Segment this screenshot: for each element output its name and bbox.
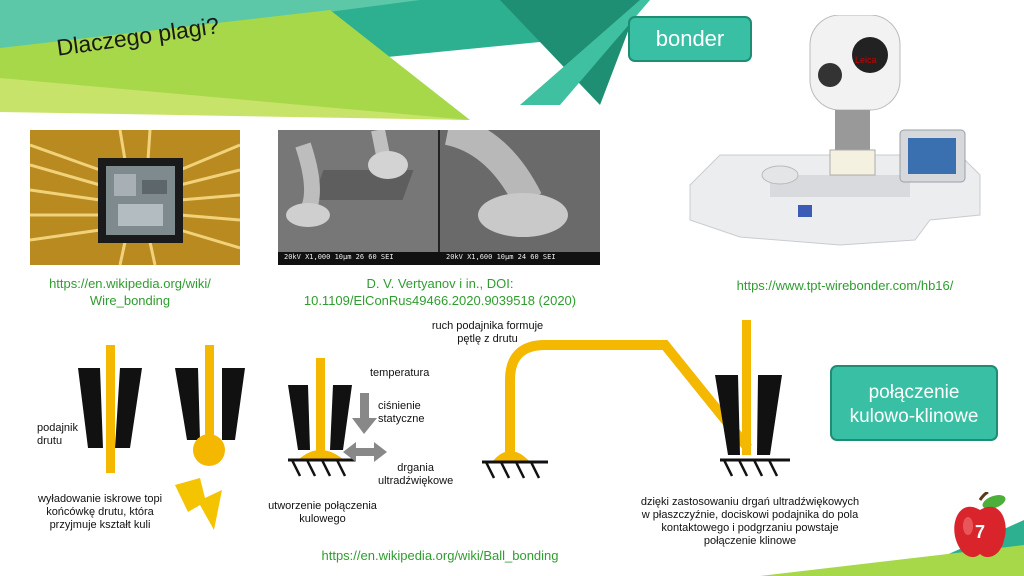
capillary-step1 bbox=[78, 345, 142, 473]
ball-bond-label-line2: kulowego bbox=[299, 513, 346, 525]
bond-type-badge: połączenie kulowo-klinowe bbox=[830, 365, 998, 441]
bond-type-line1: połączenie bbox=[868, 382, 960, 403]
capillary-step3 bbox=[288, 358, 355, 477]
feeder-label: podajnik drutu bbox=[37, 422, 78, 448]
bonder-badge: bonder bbox=[628, 16, 752, 62]
spark-label-line3: przyjmuje kształt kuli bbox=[49, 519, 151, 531]
paper-citation: D. V. Vertyanov i in., DOI: 10.1109/ElCo… bbox=[270, 275, 610, 309]
pressure-arrow bbox=[352, 393, 377, 434]
loop-label-line1: ruch podajnika formuje bbox=[431, 320, 544, 332]
spark-label-line2: końcówkę drutu, która bbox=[46, 506, 154, 518]
ball-bond-label-line1: utworzenie połączenia bbox=[268, 500, 377, 512]
vibration-label-line1: drgania bbox=[397, 462, 434, 474]
vibration-arrow bbox=[343, 442, 387, 462]
vibration-label: drgania ultradźwiękowe bbox=[378, 462, 453, 488]
tpt-link[interactable]: https://www.tpt-wirebonder.com/hb16/ bbox=[736, 278, 954, 293]
wiki-ball-link[interactable]: https://en.wikipedia.org/wiki/Ball_bondi… bbox=[321, 548, 559, 563]
bonder-badge-text: bonder bbox=[655, 26, 725, 51]
wedge-label-line4: połączenie klinowe bbox=[703, 535, 797, 547]
wedge-label-line3: kontaktowego i podgrzaniu powstaje bbox=[661, 522, 839, 534]
page-number: 7 bbox=[974, 522, 985, 542]
wiki-wire-link[interactable]: https://en.wikipedia.org/wiki/ Wire_bond… bbox=[20, 275, 240, 309]
sem-photo: 20kV X1,000 10μm 26 60 SEI 20kV X1,600 1… bbox=[278, 130, 600, 265]
pressure-label: ciśnienie statyczne bbox=[378, 400, 424, 426]
feeder-label-line1: podajnik bbox=[37, 422, 78, 434]
bond-type-line2: kulowo-klinowe bbox=[849, 406, 979, 427]
ball-bond-label: utworzenie połączenia kulowego bbox=[250, 500, 395, 526]
chip-photo bbox=[30, 130, 240, 265]
apple-icon: 7 bbox=[950, 490, 1010, 562]
sem-right-caption: 20kV X1,600 10μm 24 60 SEI bbox=[446, 253, 556, 261]
wiki-wire-link-line2[interactable]: Wire_bonding bbox=[89, 293, 171, 308]
wire-loop bbox=[482, 340, 752, 479]
sem-left-caption: 20kV X1,000 10μm 26 60 SEI bbox=[284, 253, 394, 261]
wedge-label-line1: dzięki zastosowaniu drgań ultradźwiękowy… bbox=[640, 496, 860, 508]
paper-citation-line1: D. V. Vertyanov i in., DOI: bbox=[366, 276, 514, 291]
svg-text:Leica: Leica bbox=[855, 55, 877, 65]
spark-label: wyładowanie iskrowe topi końcówkę drutu,… bbox=[15, 493, 185, 532]
vibration-label-line2: ultradźwiękowe bbox=[378, 475, 454, 487]
loop-label: ruch podajnika formuje pętlę z drutu bbox=[400, 320, 575, 346]
pressure-label-line2: statyczne bbox=[378, 413, 425, 425]
loop-label-line2: pętlę z drutu bbox=[457, 333, 518, 345]
wiki-wire-link-line1[interactable]: https://en.wikipedia.org/wiki/ bbox=[49, 276, 211, 291]
spark-icon bbox=[175, 478, 222, 530]
pressure-label-line1: ciśnienie bbox=[378, 400, 421, 412]
wedge-bond-label: dzięki zastosowaniu drgań ultradźwiękowy… bbox=[605, 496, 895, 548]
feeder-label-line2: drutu bbox=[37, 435, 63, 447]
capillary-step2 bbox=[175, 345, 245, 466]
wedge-label-line2: w płaszczyźnie, dociskowi podajnika do p… bbox=[641, 509, 859, 521]
spark-label-line1: wyładowanie iskrowe topi bbox=[37, 493, 163, 505]
temperature-label: temperatura bbox=[370, 367, 430, 379]
capillary-step5 bbox=[715, 320, 790, 477]
paper-citation-line2: 10.1109/ElConRus49466.2020.9039518 (2020… bbox=[303, 293, 577, 308]
